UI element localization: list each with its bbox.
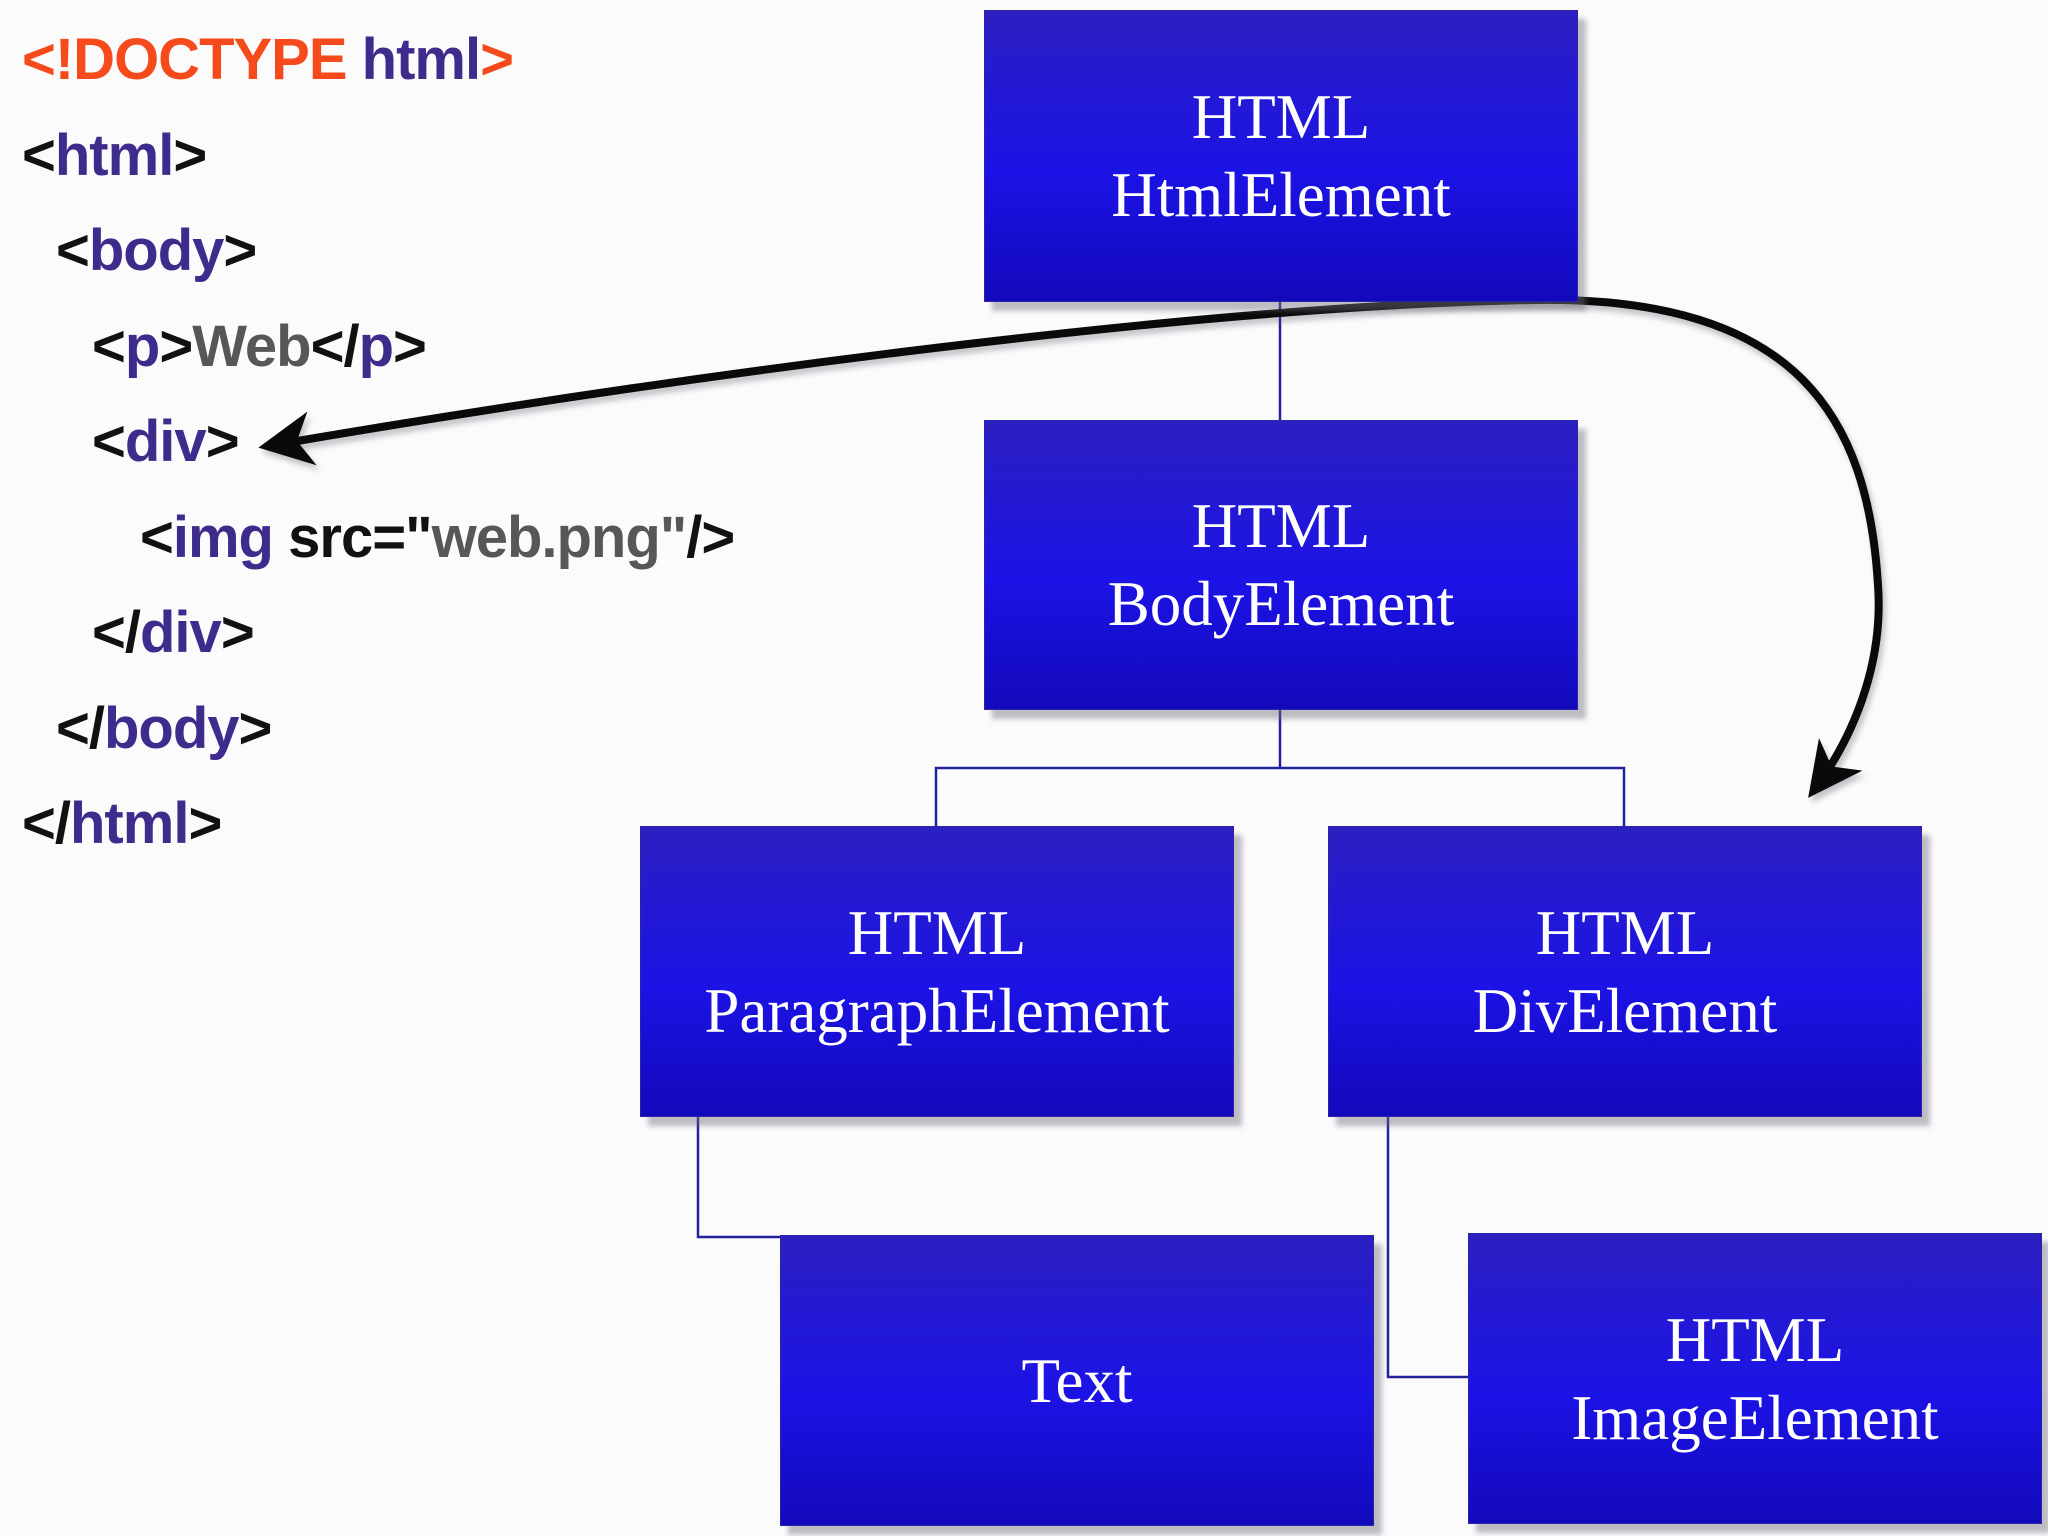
node-label-line1: HTML [1535, 897, 1715, 968]
tree-node-image-element: HTML ImageElement [1468, 1233, 2042, 1524]
code-token: p [358, 313, 394, 379]
code-token: > [223, 218, 257, 283]
code-line: <html> [22, 108, 734, 204]
code-token: " [659, 504, 687, 570]
code-token: </ [310, 313, 360, 379]
tree-node-label: HTML HtmlElement [1111, 78, 1450, 234]
code-token: > [480, 27, 514, 92]
code-block: <!DOCTYPE html><html><body><p>Web</p><di… [22, 12, 735, 872]
tree-node-label: HTML ParagraphElement [704, 894, 1169, 1050]
code-token: /> [686, 504, 735, 570]
code-line: <div> [22, 394, 734, 490]
node-label-line2: ParagraphElement [704, 975, 1170, 1046]
tree-node-label: HTML BodyElement [1108, 487, 1454, 643]
code-line: </body> [22, 681, 734, 777]
code-token: > [159, 313, 193, 379]
node-label-line2: ImageElement [1571, 1382, 1939, 1453]
code-token: > [220, 600, 255, 665]
tree-node-paragraph-element: HTML ParagraphElement [640, 826, 1234, 1117]
code-line: </div> [22, 585, 734, 681]
code-token: < [92, 313, 126, 379]
code-token: </ [56, 695, 105, 761]
code-token: body [88, 218, 225, 283]
node-label-line1: HTML [847, 897, 1027, 968]
tree-node-label: Text [1021, 1342, 1132, 1420]
code-token: <!DOCTYPE [22, 27, 362, 92]
node-label-line2: HtmlElement [1111, 160, 1451, 230]
code-token: < [56, 218, 90, 283]
code-line: <!DOCTYPE html> [22, 12, 734, 108]
connector-body-children [934, 708, 1626, 826]
code-line: <img src="web.png"/> [22, 490, 735, 586]
tree-node-label: HTML ImageElement [1571, 1301, 1938, 1457]
code-token: html [361, 27, 481, 92]
code-token: > [238, 695, 273, 761]
node-label-line2: DivElement [1472, 975, 1778, 1046]
code-token: div [140, 600, 222, 665]
node-label-line1: Text [1021, 1345, 1133, 1416]
code-token: html [54, 122, 174, 188]
code-line: <body> [22, 203, 734, 299]
tree-node-html-element: HTML HtmlElement [984, 10, 1578, 302]
code-token: p [124, 313, 160, 379]
code-token: body [104, 695, 240, 761]
code-token: html [70, 791, 189, 856]
connector-paragraph-text [696, 1115, 780, 1239]
tree-node-label: HTML DivElement [1473, 894, 1777, 1050]
code-token: </ [92, 600, 141, 665]
node-label-line1: HTML [1191, 82, 1371, 152]
code-line: </html> [22, 776, 734, 872]
code-token: < [92, 409, 126, 474]
connector-div-image [1386, 1115, 1468, 1379]
code-token: > [205, 409, 240, 474]
node-label-line1: HTML [1665, 1304, 1845, 1375]
tree-node-text: Text [780, 1235, 1374, 1526]
node-label-line1: HTML [1191, 491, 1371, 561]
code-token: web.png [431, 504, 661, 570]
code-token: > [188, 791, 222, 856]
code-token: > [173, 122, 207, 188]
code-token: < [22, 122, 56, 188]
code-token: Web [192, 313, 311, 379]
code-token: > [393, 313, 427, 379]
code-token: img [172, 504, 274, 570]
code-token: < [140, 504, 174, 570]
code-line: <p>Web</p> [22, 299, 734, 395]
tree-node-div-element: HTML DivElement [1328, 826, 1922, 1117]
node-label-line2: BodyElement [1107, 569, 1455, 639]
tree-node-body-element: HTML BodyElement [984, 420, 1578, 710]
code-token: div [124, 409, 207, 474]
code-token: src=" [273, 504, 432, 570]
code-token: </ [22, 791, 71, 856]
